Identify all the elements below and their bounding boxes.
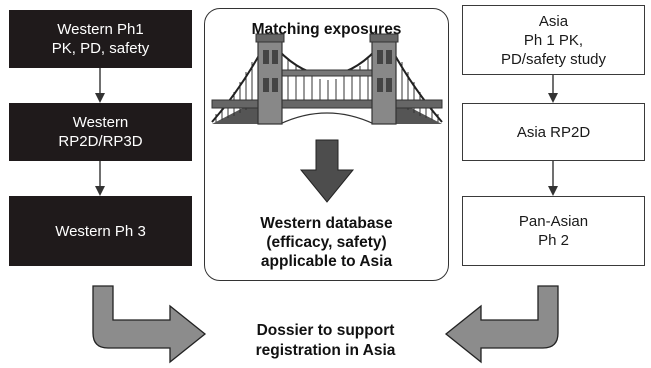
asia-arrow-2 [548, 161, 558, 196]
left-bottom-arrow [92, 285, 207, 364]
western-arrow-1 [95, 68, 105, 103]
western-arrow-2 [95, 161, 105, 196]
center-down-arrow [299, 139, 355, 203]
bridge-icon [211, 33, 443, 125]
western-ph3-box: Western Ph 3 [9, 196, 192, 266]
asia-ph1-box: Asia Ph 1 PK, PD/safety study [462, 5, 645, 75]
matching-exposures-title: Matching exposures [251, 21, 402, 38]
asia-arrow-1 [548, 75, 558, 103]
right-bottom-arrow [444, 285, 559, 364]
western-database-text: Western database (efficacy, safety) appl… [260, 215, 393, 270]
western-ph1-box: Western Ph1 PK, PD, safety [9, 10, 192, 68]
asia-rp2d-box: Asia RP2D [462, 103, 645, 161]
pan-asian-ph2-box: Pan-Asian Ph 2 [462, 196, 645, 266]
western-rp2d-box: Western RP2D/RP3D [9, 103, 192, 161]
dossier-label: Dossier to support registration in Asia [255, 322, 396, 359]
